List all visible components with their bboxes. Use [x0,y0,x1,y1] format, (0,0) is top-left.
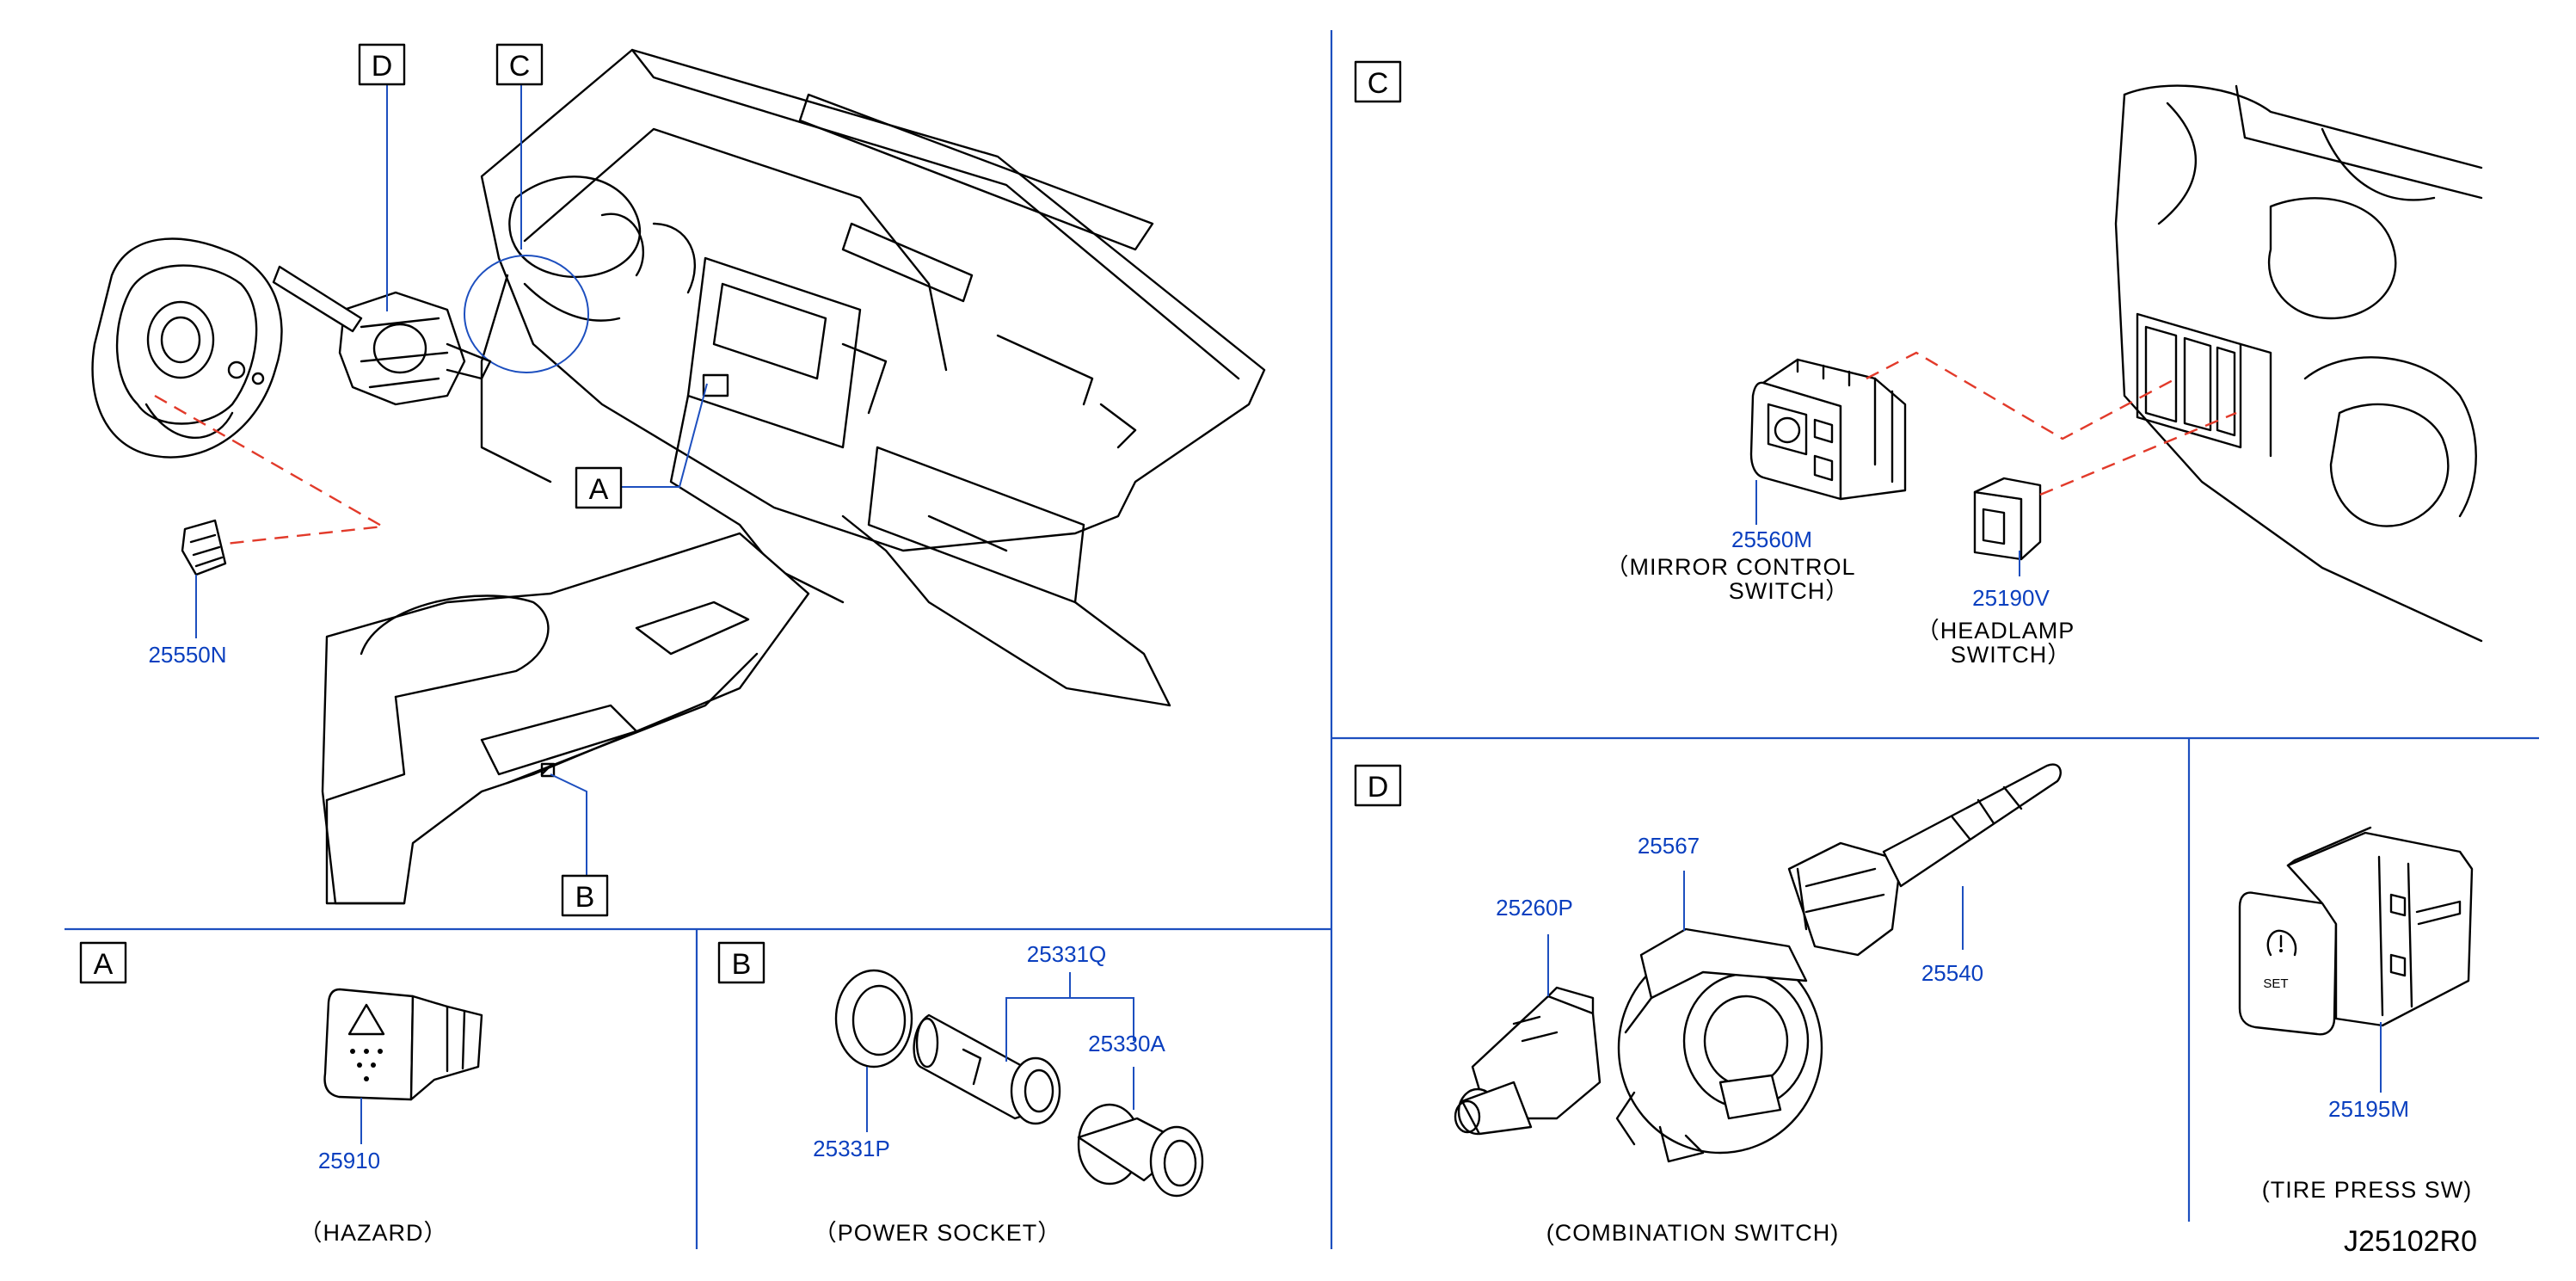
leader-a [621,383,708,488]
dashed-link-25550n [154,394,386,545]
panel-label-c: C [1368,67,1389,100]
part-number-25540: 25540 [1921,960,1983,986]
caption-tire-press: (TIRE PRESS SW) [2262,1177,2473,1203]
caption-combination-switch: (COMBINATION SWITCH) [1546,1220,1839,1246]
panel-separators [65,30,2539,1249]
part-number-25331q: 25331Q [1027,941,1107,967]
callout-box-a-main [575,466,623,509]
part-number-25330a: 25330A [1088,1031,1165,1056]
mirror-control-switch-drawing [1749,358,1907,501]
caption-mirror-line2: SWITCH） [1729,578,1849,604]
dash-side-drawing [2114,84,2483,643]
panel-box-b [717,941,765,984]
panel-box-a [79,941,127,984]
callout-label-b-main: B [575,881,595,914]
steering-wheel-drawing [91,237,283,459]
set-button-text: SET [2263,976,2288,991]
part-number-25260p: 25260P [1496,895,1573,921]
caption-mirror-line1: （MIRROR CONTROL [1606,554,1856,580]
panel-label-b: B [732,948,752,981]
callout-box-c-main [495,43,544,86]
combination-switch-drawing [1454,763,2062,1163]
hazard-switch-drawing [323,988,483,1101]
caption-headlamp-line1: （HEADLAMP [1916,618,2075,644]
dashed-link-mirror [1866,351,2177,440]
callout-circle-c [464,255,589,373]
part-number-25910: 25910 [318,1148,380,1173]
leader-b [550,773,587,876]
drawing-id: J25102R0 [2344,1225,2477,1258]
callout-label-a-main: A [589,473,609,506]
caption-power-socket: （POWER SOCKET） [814,1220,1062,1246]
part-number-25560m: 25560M [1731,527,1812,552]
part-number-25550n: 25550N [148,642,226,668]
combination-switch-small [272,265,492,406]
callout-box-d-main [358,43,406,86]
tire-press-switch-drawing: SET [2238,826,2474,1036]
callout-label-d-main: D [372,50,393,83]
callout-box-b-main [561,874,609,917]
panel-box-d [1354,764,1402,807]
dashed-link-headlamp [2039,411,2237,496]
switch-25550n-drawing [181,519,227,576]
power-socket-drawing [834,969,1204,1198]
caption-hazard: （HAZARD） [298,1220,447,1246]
panel-label-d: D [1368,771,1389,804]
part-number-25195m: 25195M [2328,1096,2409,1122]
panel-label-a: A [94,948,114,981]
caption-headlamp-line2: SWITCH） [1951,642,2071,668]
panel-box-c [1354,60,1402,103]
headlamp-switch-drawing [1973,477,2042,561]
instrument-panel-drawing [321,48,1266,905]
part-number-25567: 25567 [1638,833,1700,859]
hazard-location-marker [702,373,729,397]
part-number-25190v: 25190V [1972,585,2050,611]
callout-label-c-main: C [509,50,531,83]
part-number-25331p: 25331P [813,1136,890,1161]
